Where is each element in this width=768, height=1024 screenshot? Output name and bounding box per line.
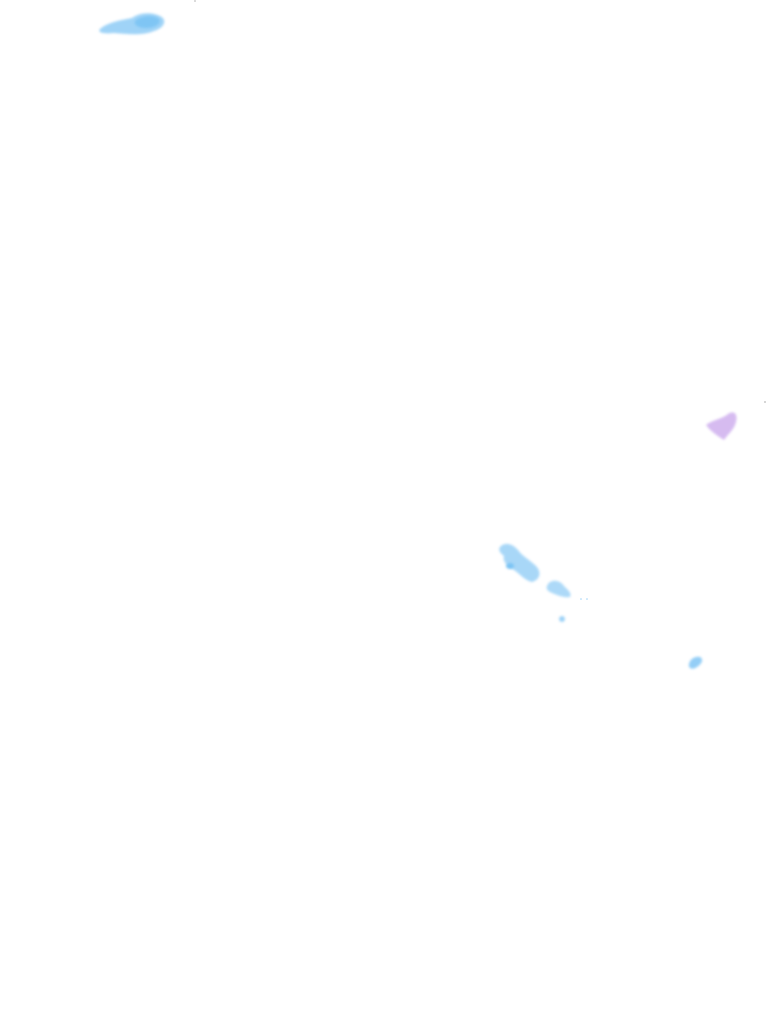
precip-blob	[546, 580, 571, 598]
precip-cell-southeast	[688, 656, 703, 669]
precip-blob-core	[134, 16, 160, 28]
precip-cell-east-edge	[706, 401, 766, 440]
precip-blob	[499, 543, 540, 582]
precip-blob	[688, 656, 703, 669]
precip-blob	[706, 412, 737, 440]
precip-speck	[194, 0, 196, 2]
precip-speck	[580, 598, 582, 600]
precip-cell-top-left	[99, 13, 165, 35]
precip-speck	[586, 598, 588, 600]
precip-blob	[506, 563, 514, 569]
precip-cluster-central	[499, 543, 588, 622]
precip-blob	[559, 616, 565, 622]
precip-speck	[764, 401, 766, 403]
